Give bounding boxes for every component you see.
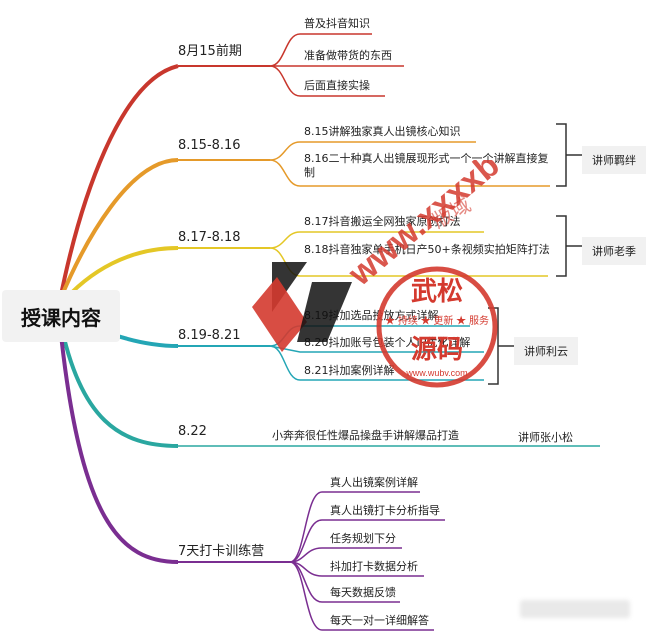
branch-label-2: 8.15-8.16 <box>178 138 241 153</box>
topic-item: 每天数据反馈 <box>330 586 396 599</box>
seal-bottom-text: 源码 <box>411 334 463 364</box>
connector-branch-1 <box>58 64 179 301</box>
topic-item: 真人出镜打卡分析指导 <box>330 504 440 517</box>
topic-item: 准备做带货的东西 <box>304 49 392 62</box>
blurred-corner <box>520 600 630 618</box>
teacher-label: 讲师利云 <box>514 337 578 365</box>
connector-branch-2 <box>58 158 179 301</box>
topic-item: 真人出镜案例详解 <box>330 476 418 489</box>
topic-item: 8.20抖加账号包装个人IP优化详解 <box>304 336 471 349</box>
watermark-seal-icon: 武松 ★ 持续 ★ 更新 ★ 服务 源码 www.wubv.com <box>376 266 498 388</box>
teacher-label: 讲师羁绊 <box>582 146 646 174</box>
topic-item: 8.16二十种真人出镜展现形式一个一个讲解直接复制 <box>304 152 549 179</box>
seal-ring-text: ★ 持续 ★ 更新 ★ 服务 <box>385 314 489 327</box>
branch-label-1: 8月15前期 <box>178 44 242 59</box>
watermark-logo-icon <box>252 262 352 352</box>
root-node: 授课内容 <box>2 290 120 342</box>
topic-item: 8.17抖音搬运全网独家原创打法 <box>304 215 461 228</box>
teacher-label: 讲师张小松 <box>518 431 573 444</box>
connector-branch-5 <box>58 319 179 448</box>
seal-top-text: 武松 <box>411 276 463 306</box>
topic-item: 抖加打卡数据分析 <box>330 560 418 573</box>
connector-branch-6 <box>58 324 179 564</box>
branch-label-6: 7天打卡训练营 <box>178 544 265 559</box>
topic-item: 后面直接实操 <box>304 79 370 92</box>
topic-item: 任务规划下分 <box>330 532 396 545</box>
teacher-label: 讲师老季 <box>582 237 646 265</box>
branch-label-4: 8.19-8.21 <box>178 328 241 343</box>
topic-item: 8.18抖音独家单手机日产50+条视频实拍矩阵打法 <box>304 243 550 256</box>
topic-item: 8.21抖加案例详解 <box>304 364 395 377</box>
branch-label-5: 8.22 <box>178 424 207 439</box>
topic-item: 8.15讲解独家真人出镜核心知识 <box>304 125 461 138</box>
topic-item: 小奔奔很任性爆品操盘手讲解爆品打造 <box>272 429 459 442</box>
seal-url-text: www.wubv.com <box>405 368 467 378</box>
branch-label-3: 8.17-8.18 <box>178 230 241 245</box>
topic-item: 普及抖音知识 <box>304 17 370 30</box>
topic-item: 每天一对一详细解答 <box>330 614 429 627</box>
